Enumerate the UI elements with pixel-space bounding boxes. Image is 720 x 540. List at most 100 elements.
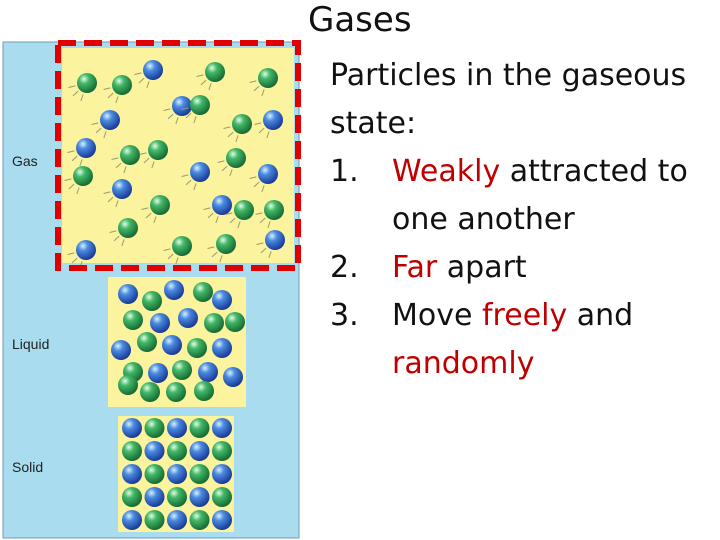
liquid-label: Liquid (12, 336, 49, 352)
motion-line (256, 242, 264, 246)
blue-particle (178, 308, 198, 328)
motion-line (68, 85, 76, 89)
blue-particle (76, 138, 96, 158)
list-item-1: 1. Weakly attracted to one another (330, 148, 715, 244)
motion-line (134, 72, 142, 76)
green-particle (264, 200, 284, 220)
motion-line (153, 216, 157, 224)
motion-line (71, 257, 78, 264)
intro-line-2: state: (330, 106, 417, 141)
motion-line (268, 251, 272, 259)
blue-particle (167, 510, 187, 530)
motion-line (253, 85, 260, 92)
motion-line (175, 117, 179, 125)
item-2-text: apart (437, 250, 527, 285)
green-particle (189, 464, 210, 484)
motion-line (211, 251, 218, 258)
motion-line (215, 216, 219, 224)
motion-line (103, 191, 111, 195)
motion-line (223, 126, 231, 130)
motion-line (261, 89, 265, 97)
motion-line (163, 108, 171, 112)
gas-particles (64, 60, 285, 269)
motion-line (141, 207, 149, 211)
motion-line (193, 183, 197, 191)
green-particle (234, 200, 254, 220)
motion-line (219, 255, 223, 263)
blue-particle (118, 284, 138, 304)
item-3-text-and: and (567, 298, 634, 333)
green-particle (123, 310, 143, 330)
list-number: 2. (330, 250, 359, 285)
blue-particle (212, 510, 232, 530)
green-particle (148, 140, 168, 160)
motion-line (67, 150, 75, 154)
item-3-text: Move (392, 298, 482, 333)
blue-particle (190, 162, 210, 182)
motion-line (64, 178, 72, 182)
motion-line (123, 166, 127, 174)
gas-box (62, 48, 294, 263)
highlight-dashed-outline (55, 40, 301, 271)
motion-line (139, 152, 147, 156)
blue-particle (112, 179, 132, 199)
motion-line (146, 81, 150, 89)
motion-line (258, 127, 265, 134)
item-1-continuation: one another (392, 202, 575, 237)
green-particle (77, 73, 97, 93)
motion-line (221, 165, 228, 172)
motion-line (207, 246, 215, 250)
motion-line (253, 181, 260, 188)
motion-line (185, 179, 192, 186)
green-particle (205, 62, 225, 82)
blue-particle (143, 60, 163, 80)
blue-particle (100, 110, 120, 130)
motion-line (111, 157, 119, 161)
keyword-freely: freely (482, 298, 568, 333)
states-of-matter-diagram: Gas Liquid Solid (2, 40, 301, 539)
slide-title: Gases (308, 0, 412, 40)
intro-line-1: Particles in the gaseous (330, 58, 687, 93)
list-item-2: 2. Far apart (330, 244, 715, 292)
motion-line (115, 96, 119, 104)
green-particle (120, 145, 140, 165)
liquid-particles (111, 280, 245, 402)
green-particle (118, 218, 138, 238)
keyword-weakly: Weakly (392, 154, 501, 189)
green-particle (225, 312, 245, 332)
green-particle (144, 510, 165, 530)
blue-particle (189, 487, 210, 507)
motion-line (76, 187, 80, 195)
motion-line (68, 183, 75, 190)
blue-particle (144, 487, 165, 507)
motion-line (167, 253, 174, 260)
green-particle (142, 291, 162, 311)
keyword-randomly: randomly (392, 346, 535, 381)
green-particle (189, 418, 210, 438)
blue-particle (76, 240, 96, 260)
motion-line (217, 160, 225, 164)
gas-properties-text: Particles in the gaseous state: 1. Weakl… (330, 52, 715, 388)
green-particle (167, 487, 187, 507)
motion-line (175, 257, 179, 265)
blue-particle (212, 464, 232, 484)
blue-particle (265, 230, 285, 250)
green-particle (258, 68, 278, 88)
motion-line (207, 212, 214, 219)
green-particle (150, 195, 170, 215)
list-item-3: 3. Move freely and randomly (330, 292, 715, 388)
green-particle (172, 360, 192, 380)
motion-line (138, 77, 145, 84)
motion-line (229, 217, 236, 224)
green-particle (212, 441, 232, 461)
blue-particle (144, 441, 165, 461)
motion-line (95, 127, 102, 134)
keyword-far: Far (392, 250, 438, 285)
green-particle (122, 487, 142, 507)
motion-line (260, 247, 267, 254)
motion-line (254, 122, 262, 126)
motion-line (103, 87, 111, 91)
motion-line (259, 217, 266, 224)
blue-particle (212, 290, 232, 310)
motion-line (261, 185, 265, 193)
